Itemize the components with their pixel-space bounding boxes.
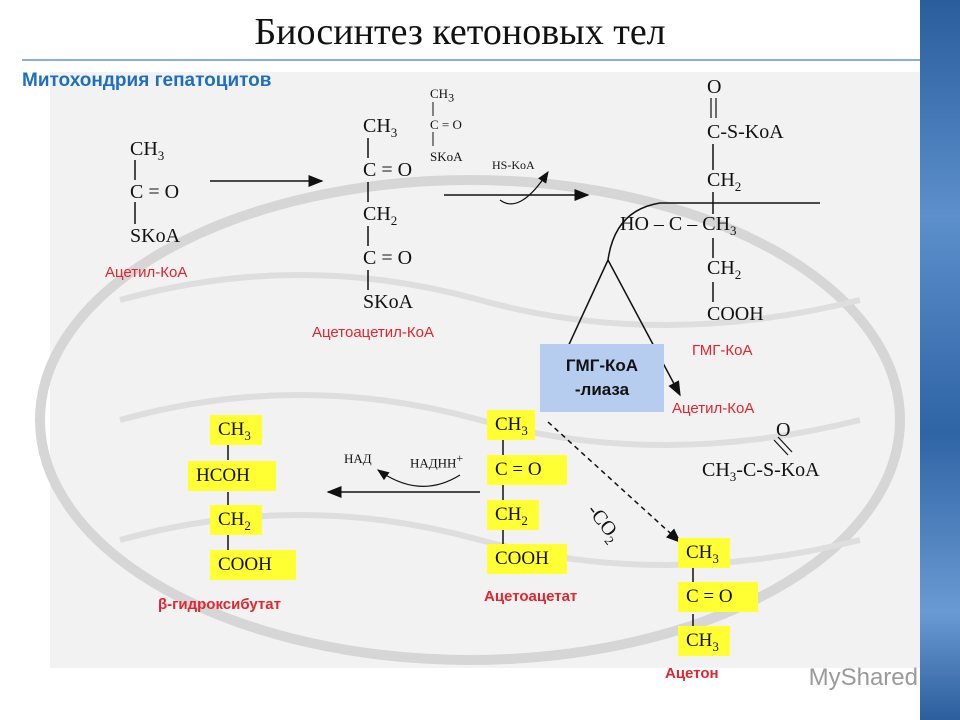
acetone-ch3-1: CH3 xyxy=(678,538,730,568)
cleavage-line xyxy=(607,202,820,261)
acetyl-coa-1-ch3: CH3 xyxy=(130,138,165,163)
acetyl-small-co: C = O xyxy=(430,117,462,132)
decorative-side-strip xyxy=(920,0,960,720)
acetyl-coa-1-skoa: SKoA xyxy=(130,225,181,247)
acetone-label: Ацетон xyxy=(665,665,719,682)
acetoacetate-cooh: COOH xyxy=(487,544,567,574)
bond xyxy=(777,436,793,453)
watermark: MyShared xyxy=(808,664,918,691)
hydroxybutyrate-hcoh: HCOH xyxy=(188,461,276,491)
hmg-cskoa: C-S-KoA xyxy=(707,121,784,143)
hmg-o: O xyxy=(707,76,722,98)
hs-koa-label: HS-KoA xyxy=(492,158,535,172)
acetoacetate-ch2: CH2 xyxy=(487,500,539,530)
acetoacetyl-skoa: SKoA xyxy=(363,291,414,313)
enzyme-line-2: -лиаза xyxy=(574,380,630,399)
crista-2 xyxy=(119,392,861,448)
hmg-ch2-1: CH2 xyxy=(707,169,742,194)
acetoacetyl-co-2: C = O xyxy=(363,247,413,269)
hs-koa-release-arrow xyxy=(499,170,549,205)
acetyl-coa-1-label: Ацетил-КоА xyxy=(105,264,188,281)
acetyl-coa-1-co: C = O xyxy=(130,181,180,203)
hydroxybutyrate-cooh: COOH xyxy=(210,550,296,580)
acetoacetate-ch3: CH3 xyxy=(487,410,535,440)
hmg-coa-lyase-enzyme: ГМГ-КоА -лиаза xyxy=(540,344,664,412)
enzyme-line-1: ГМГ-КоА xyxy=(565,356,639,375)
acetyl-coa-2-o: O xyxy=(776,419,791,441)
mitochondrion-outline xyxy=(35,175,905,665)
hmg-ch2-2: CH2 xyxy=(707,257,742,282)
nadh-to-nad-arrow xyxy=(377,469,461,487)
mitochondrion-background xyxy=(50,72,920,668)
bond xyxy=(773,439,789,456)
acetoacetate-label: Ацетоацетат xyxy=(484,588,578,605)
hmg-hoc: HO – C – CH3 xyxy=(620,213,737,238)
acetoacetyl-ch2: CH2 xyxy=(363,203,398,228)
crista-1 xyxy=(119,272,861,328)
acetoacetyl-ch3: CH3 xyxy=(363,115,398,140)
acetyl-coa-2-label: Ацетил-КоА xyxy=(672,400,755,417)
acetone-ch3-2: CH3 xyxy=(678,626,730,656)
nad-label: НАД xyxy=(344,451,372,466)
acetoacetate-co: C = O xyxy=(487,455,567,485)
acetone-co: C = O xyxy=(678,582,758,612)
page-title: Биосинтез кетоновых тел xyxy=(254,11,666,53)
hydroxybutyrate-ch3: CH3 xyxy=(210,415,262,445)
hydroxybutyrate-ch2: CH2 xyxy=(210,505,262,535)
subtitle: Митохондрия гепатоцитов xyxy=(22,70,272,91)
acetyl-small-ch3: CH3 xyxy=(430,86,455,105)
acetoacetyl-co-1: C = O xyxy=(363,159,413,181)
acetyl-small-skoa: SKoA xyxy=(430,149,463,164)
nadh-label: НАДНН+ xyxy=(410,451,464,471)
arrow-decarboxylation xyxy=(547,421,682,544)
acetyl-coa-2-formula: CH3-C-S-KoA xyxy=(702,459,820,484)
acetoacetyl-label: Ацетоацетил-КоА xyxy=(312,324,435,341)
hmg-cooh: COOH xyxy=(707,303,764,325)
hmg-coa-label: ГМГ-КоА xyxy=(692,342,753,359)
hydroxybutyrate-label: β-гидроксибутат xyxy=(158,596,281,613)
arrow-to-acetyl-coa xyxy=(607,259,681,397)
